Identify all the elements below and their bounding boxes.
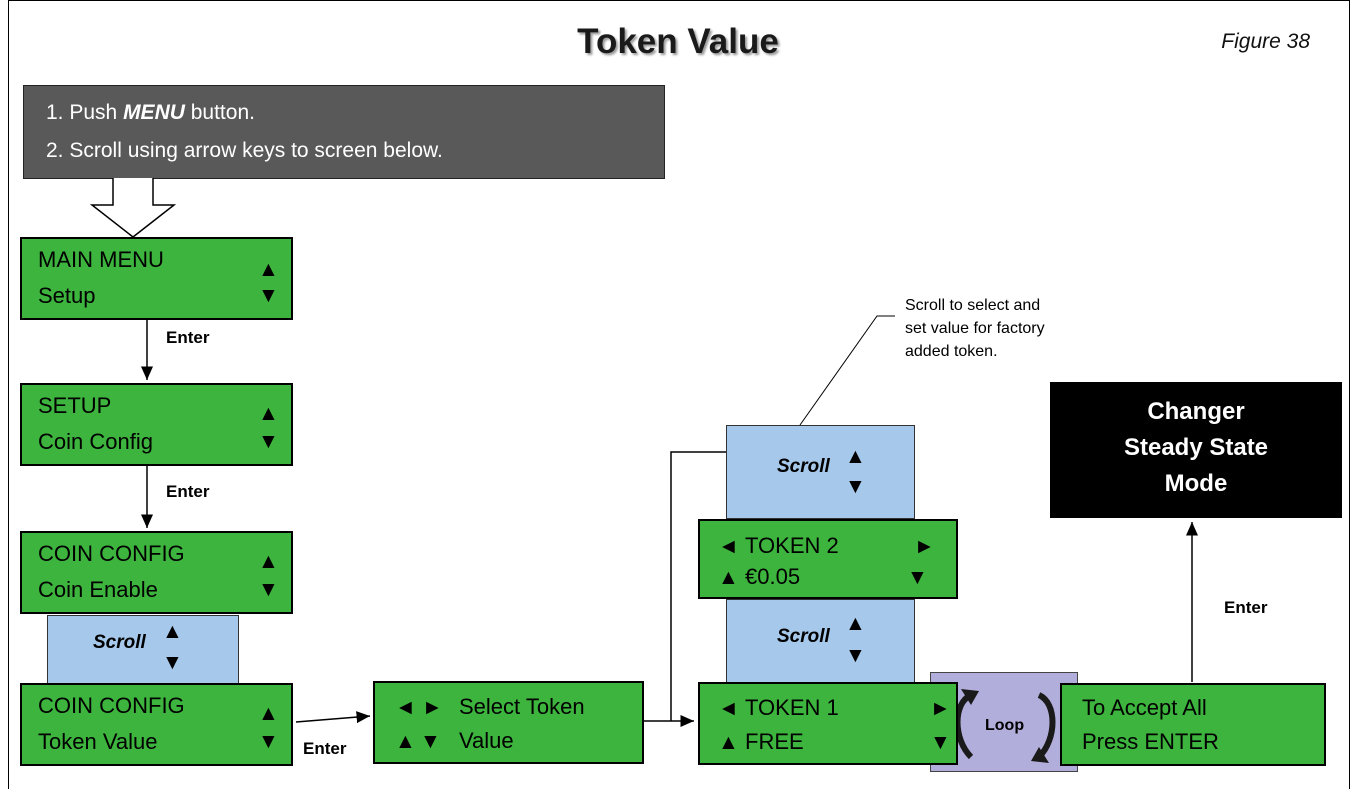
left-arrow-icon: ◄	[395, 696, 416, 719]
up-arrow-icon: ▲	[395, 730, 416, 753]
screen-line-1: COIN CONFIG	[38, 693, 185, 718]
right-arrow-icon: ►	[422, 696, 443, 719]
down-arrow-icon: ▼	[258, 578, 279, 601]
screen-line-1: Select Token	[459, 694, 585, 719]
screen-line-2: Setup	[38, 283, 96, 308]
right-arrow-icon: ►	[914, 535, 935, 558]
enter-label-3: Enter	[303, 739, 347, 758]
enter-label-4: Enter	[1224, 598, 1268, 617]
screen-line-2: Coin Config	[38, 429, 153, 454]
screen-token-2[interactable]: ◄ TOKEN 2 ► ▲ €0.05 ▼	[698, 519, 958, 599]
down-arrow-icon: ▼	[258, 430, 279, 453]
scroll-label: Scroll	[93, 632, 146, 653]
screen-line-1: To Accept All	[1082, 695, 1207, 720]
screen-line-2: FREE	[745, 729, 804, 754]
scroll-box-left: Scroll ▲ ▼	[47, 615, 239, 684]
up-arrow-icon: ▲	[845, 612, 866, 635]
note-line-3: added token.	[905, 343, 998, 360]
down-arrow-icon: ▼	[845, 475, 866, 498]
screen-line-1: TOKEN 2	[745, 533, 839, 558]
line-to-scroll-top	[670, 451, 726, 721]
loop-label: Loop	[985, 717, 1025, 734]
scroll-label: Scroll	[777, 626, 830, 647]
screen-line-1: SETUP	[38, 393, 112, 418]
left-arrow-icon: ◄	[718, 535, 739, 558]
down-arrow-icon: ▼	[258, 730, 279, 753]
step1-prefix: 1. Push	[46, 101, 124, 124]
note-line-2: set value for factory	[905, 320, 1045, 337]
up-arrow-icon: ▲	[718, 566, 739, 589]
steady-line-2: Steady State	[1123, 434, 1269, 461]
menu-key: MENU	[123, 101, 185, 124]
screen-coin-config-enable[interactable]: COIN CONFIG Coin Enable ▲ ▼	[20, 531, 293, 614]
instruction-step-1: 1. Push MENU button.	[46, 101, 255, 125]
up-arrow-icon: ▲	[258, 258, 279, 281]
screen-line-2: Token Value	[38, 729, 158, 754]
instructions-box: 1. Push MENU button. 2. Scroll using arr…	[23, 85, 665, 179]
diagram-frame	[8, 0, 1350, 789]
down-arrow-icon: ▼	[845, 644, 866, 667]
instruction-step-2: 2. Scroll using arrow keys to screen bel…	[46, 139, 443, 162]
steady-state-box: Changer Steady State Mode	[1050, 382, 1342, 518]
scroll-box-top: Scroll ▲ ▼	[726, 425, 915, 519]
screen-setup[interactable]: SETUP Coin Config ▲ ▼	[20, 383, 293, 466]
arrow-to-select-token	[295, 711, 371, 724]
up-arrow-icon: ▲	[162, 620, 183, 643]
callout-line	[799, 315, 895, 426]
screen-line-1: MAIN MENU	[38, 247, 164, 272]
steady-line-1: Changer	[1147, 398, 1245, 425]
scroll-label: Scroll	[777, 456, 830, 477]
up-arrow-icon: ▲	[258, 702, 279, 725]
diagram-title: Token Value	[577, 22, 779, 61]
down-arrow-icon: ▼	[162, 651, 183, 674]
up-arrow-icon: ▲	[258, 550, 279, 573]
screen-line-2: Coin Enable	[38, 577, 158, 602]
enter-label-2: Enter	[166, 482, 210, 501]
screen-line-2: €0.05	[745, 564, 801, 589]
up-arrow-icon: ▲	[258, 402, 279, 425]
screen-accept-all[interactable]: To Accept All Press ENTER	[1060, 683, 1326, 766]
up-arrow-icon: ▲	[845, 445, 866, 468]
callout-note: Scroll to select and set value for facto…	[905, 294, 1045, 363]
scroll-box-middle: Scroll ▲ ▼	[726, 599, 915, 683]
note-line-1: Scroll to select and	[905, 297, 1041, 314]
screen-coin-config-token[interactable]: COIN CONFIG Token Value ▲ ▼	[20, 683, 293, 766]
screen-line-1: COIN CONFIG	[38, 541, 185, 566]
hollow-down-arrow	[89, 178, 177, 238]
right-arrow-icon: ►	[930, 697, 951, 720]
figure-label: Figure 38	[1221, 30, 1310, 53]
screen-select-token[interactable]: ◄ ► Select Token ▲ ▼ Value	[373, 681, 644, 764]
down-arrow-icon: ▼	[907, 566, 928, 589]
up-arrow-icon: ▲	[718, 731, 739, 754]
screen-line-2: Press ENTER	[1082, 729, 1219, 754]
steady-line-3: Mode	[1164, 470, 1228, 497]
step1-suffix: button.	[184, 101, 255, 124]
screen-line-2: Value	[459, 728, 514, 753]
down-arrow-icon: ▼	[930, 731, 951, 754]
enter-label-1: Enter	[166, 328, 210, 347]
screen-main-menu[interactable]: MAIN MENU Setup ▲ ▼	[20, 237, 293, 320]
screen-line-1: TOKEN 1	[745, 695, 839, 720]
down-arrow-icon: ▼	[258, 284, 279, 307]
left-arrow-icon: ◄	[718, 697, 739, 720]
down-arrow-icon: ▼	[420, 730, 441, 753]
screen-token-1[interactable]: ◄ TOKEN 1 ► ▲ FREE ▼	[698, 682, 958, 765]
